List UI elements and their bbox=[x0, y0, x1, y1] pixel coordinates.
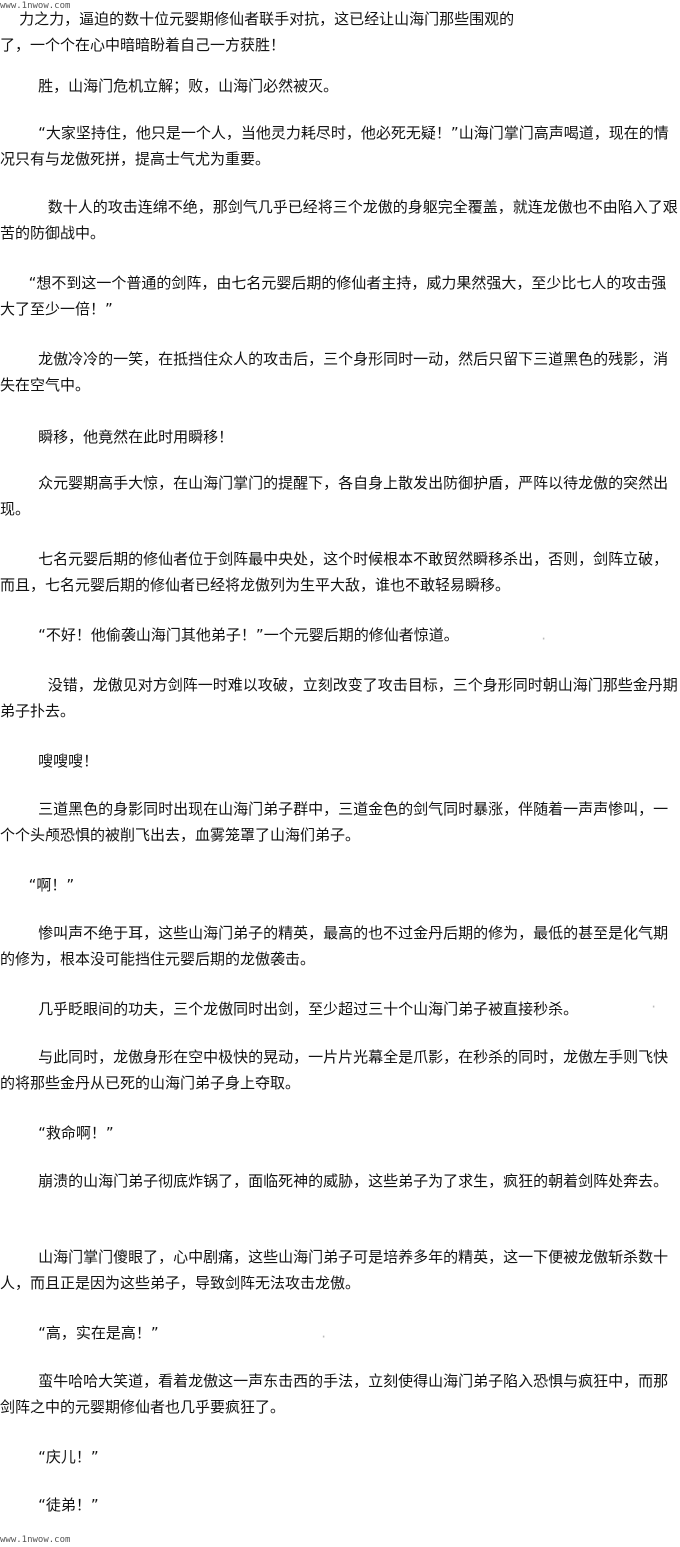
paragraph: “高，实在是高！” bbox=[0, 1324, 159, 1342]
paragraph: “不好！他偷袭山海门其他弟子！”一个元婴后期的修仙者惊道。 bbox=[0, 626, 459, 644]
paragraph: 蛮牛哈哈大笑道，看着龙傲这一声东击西的手法，立刻使得山海门弟子陷入恐惧与疯狂中，… bbox=[0, 1372, 669, 1416]
paragraph: 力之力，逼迫的数十位元婴期修仙者联手对抗，这已经让山海门那些围观的 bbox=[0, 10, 515, 28]
paragraph: 了，一个个在心中暗暗盼着自己一方获胜！ bbox=[0, 36, 286, 54]
scan-speck: · bbox=[650, 1000, 658, 1014]
watermark-top: www.1nwow.com bbox=[0, 1, 71, 11]
paragraph: 嗖嗖嗖！ bbox=[0, 752, 99, 770]
paragraph: 数十人的攻击连绵不绝，那剑气几乎已经将三个龙傲的身躯完全覆盖，就连龙傲也不由陷入… bbox=[0, 198, 678, 242]
paragraph: 瞬移，他竟然在此时用瞬移！ bbox=[0, 428, 234, 446]
paragraph: 惨叫声不绝于耳，这些山海门弟子的精英，最高的也不过金丹后期的修为，最低的甚至是化… bbox=[0, 924, 669, 968]
paragraph: “大家坚持住，他只是一个人，当他灵力耗尽时，他必死无疑！”山海门掌门高声喝道，现… bbox=[0, 124, 669, 168]
paragraph: 三道黑色的身影同时出现在山海门弟子群中，三道金色的剑气同时暴涨，伴随着一声声惨叫… bbox=[0, 800, 669, 844]
paragraph: 与此同时，龙傲身形在空中极快的晃动，一片片光幕全是爪影，在秒杀的同时，龙傲左手则… bbox=[0, 1048, 669, 1092]
scan-speck: · bbox=[540, 632, 548, 646]
paragraph: “想不到这一个普通的剑阵，由七名元婴后期的修仙者主持，威力果然强大，至少比七人的… bbox=[0, 274, 667, 318]
paragraph: “救命啊！” bbox=[0, 1124, 114, 1142]
paragraph: 七名元婴后期的修仙者位于剑阵最中央处，这个时候根本不敢贸然瞬移杀出，否则，剑阵立… bbox=[0, 550, 669, 594]
scan-speck: · bbox=[640, 560, 648, 574]
paragraph: “徒弟！” bbox=[0, 1496, 99, 1514]
watermark-bottom: www.1nwow.com bbox=[0, 1535, 71, 1545]
paragraph: 龙傲冷冷的一笑，在抵挡住众人的攻击后，三个身形同时一动，然后只留下三道黑色的残影… bbox=[0, 350, 669, 394]
paragraph: “啊！” bbox=[0, 876, 75, 894]
paragraph: “庆儿！” bbox=[0, 1448, 99, 1466]
scan-speck: · bbox=[320, 1330, 328, 1344]
paragraph: 几乎眨眼间的功夫，三个龙傲同时出剑，至少超过三十个山海门弟子被直接秒杀。 bbox=[0, 1000, 579, 1018]
paragraph: 胜，山海门危机立解；败，山海门必然被灭。 bbox=[0, 77, 339, 95]
paragraph: 山海门掌门傻眼了，心中剧痛，这些山海门弟子可是培养多年的精英，这一下便被龙傲斩杀… bbox=[0, 1248, 669, 1292]
paragraph: 众元婴期高手大惊，在山海门掌门的提醒下，各自身上散发出防御护盾，严阵以待龙傲的突… bbox=[0, 474, 669, 518]
paragraph: 没错，龙傲见对方剑阵一时难以攻破，立刻改变了攻击目标，三个身形同时朝山海门那些金… bbox=[0, 676, 678, 720]
paragraph: 崩溃的山海门弟子彻底炸锅了，面临死神的威胁，这些弟子为了求生，疯狂的朝着剑阵处奔… bbox=[0, 1172, 669, 1190]
